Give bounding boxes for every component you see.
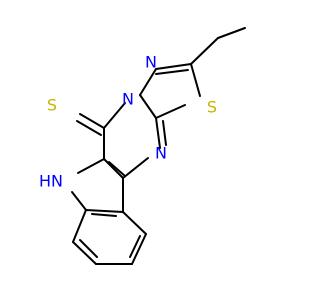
- indole-hydrogen-label: H: [39, 172, 51, 191]
- benzene-bond-2: [72, 241, 97, 265]
- bond-lines: [71, 27, 246, 265]
- thione-sulfur-label: S: [47, 96, 57, 115]
- ring-bond-c-c: [103, 158, 124, 179]
- benzene-bond-5: [122, 211, 147, 235]
- thiadiazole-nitrogen-label-2: N: [122, 90, 134, 109]
- indole-nitrogen-label: N: [51, 172, 63, 191]
- ring-bond-c-n: [122, 157, 149, 179]
- ring-bond-n-c-thione: [103, 102, 126, 129]
- thiadiazole-c-n-double-bond: [155, 69, 189, 75]
- molecule-canvas: S S N N N N H: [38, 27, 246, 265]
- thiadiazole-nitrogen-label-1: N: [145, 53, 157, 72]
- molecule-structure: S S N N N N H: [39, 27, 246, 265]
- benzene-bond-1: [72, 209, 87, 243]
- thione-double-bond-2: [76, 120, 102, 136]
- ring-bond-c-n-double: [162, 120, 167, 146]
- ethyl-bond-2: [190, 37, 219, 65]
- benzene-bond-4: [131, 233, 147, 265]
- thiadiazole-s-c-bond: [155, 104, 186, 119]
- thiadiazole-n-n-bond: [139, 68, 157, 96]
- thione-double-bond-1: [79, 113, 105, 129]
- benzene-inner-double-3: [91, 213, 117, 217]
- benzene-inner-double-1: [79, 239, 98, 258]
- benzene-inner-double-2: [129, 235, 141, 258]
- ring-bond-inner-double: [108, 161, 126, 177]
- indole-n-c-bond: [71, 191, 87, 211]
- thiadiazole-c-n-bond: [155, 63, 192, 70]
- ring-sulfur-label: S: [207, 98, 217, 117]
- ring-bond-c-n-upper: [155, 117, 161, 149]
- thiadiazole-c-s-bond: [190, 63, 201, 97]
- ethyl-bond-1: [217, 27, 246, 39]
- thiadiazole-fused-bond: [139, 94, 157, 119]
- pyrimidine-nitrogen-label: N: [155, 144, 167, 163]
- indole-c-c-bond: [85, 209, 124, 213]
- indole-c-n-bond: [77, 158, 105, 174]
